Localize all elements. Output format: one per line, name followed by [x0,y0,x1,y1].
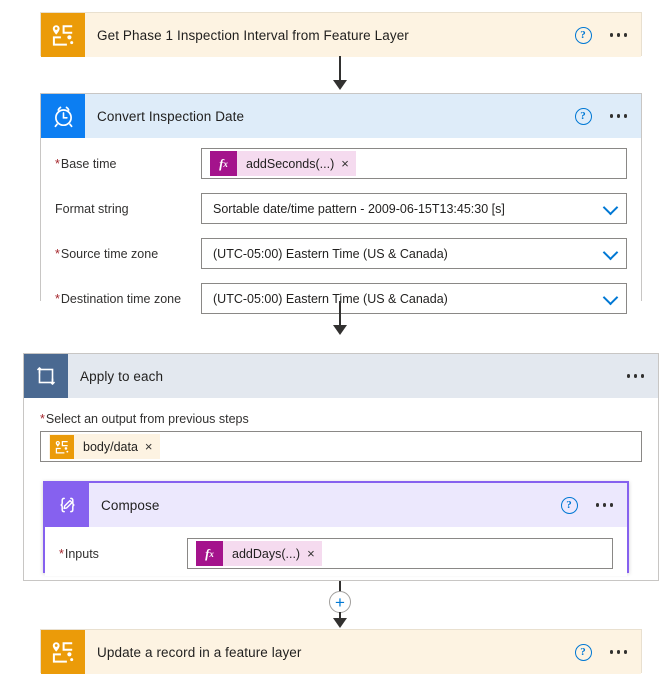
field-label: *Base time [55,156,117,171]
card-title: Compose [101,497,160,513]
help-icon[interactable]: ? [574,643,592,661]
source-time-zone-dropdown[interactable]: (UTC-05:00) Eastern Time (US & Canada) [201,238,627,269]
connector-arrow [333,80,347,90]
required-marker: * [55,246,60,261]
loop-foreach-icon [24,354,68,398]
plus-icon: + [335,592,345,612]
chevron-down-icon[interactable] [602,199,619,215]
remove-token-icon[interactable]: × [307,546,315,561]
field-row-format-string: Format string Sortable date/time pattern… [41,186,641,231]
required-marker: * [59,546,64,561]
field-label: *Inputs [59,546,99,561]
card-header[interactable]: Compose ? [45,483,627,527]
card-title: Apply to each [80,368,164,384]
select-output-label: *Select an output from previous steps [40,412,249,426]
card-header-actions: ? [574,13,632,57]
card-header[interactable]: Update a record in a feature layer ? [41,630,641,674]
card-header-actions [623,354,649,398]
remove-token-icon[interactable]: × [144,439,153,454]
field-row-source-time-zone: *Source time zone (UTC-05:00) Eastern Ti… [41,231,641,276]
destination-time-zone-dropdown[interactable]: (UTC-05:00) Eastern Time (US & Canada) [201,283,627,314]
connector-line [339,612,341,620]
select-output-input[interactable]: body/data × [40,431,642,462]
step-card-get-phase-1-inspection-interval[interactable]: Get Phase 1 Inspection Interval from Fea… [40,12,642,57]
field-label: *Destination time zone [55,291,182,306]
insert-new-step-button[interactable]: + [329,591,351,613]
step-card-apply-to-each[interactable]: Apply to each *Select an output from pre… [23,353,659,581]
card-header-actions: ? [574,94,632,138]
format-string-dropdown[interactable]: Sortable date/time pattern - 2009-06-15T… [201,193,627,224]
connector-arrow [333,618,347,628]
required-marker: * [40,412,45,426]
connector-line [339,56,341,82]
connector-line [339,581,341,592]
step-card-update-a-record-in-a-feature-layer[interactable]: Update a record in a feature layer ? [40,629,642,674]
card-header-actions: ? [574,630,632,674]
arcgis-feature-layer-icon [41,13,85,57]
token-label: addDays(...) [232,546,301,561]
card-title: Get Phase 1 Inspection Interval from Fea… [97,27,409,43]
help-icon[interactable]: ? [574,26,592,44]
dropdown-value: (UTC-05:00) Eastern Time (US & Canada) [213,291,448,306]
card-header[interactable]: Convert Inspection Date ? [41,94,641,138]
chevron-down-icon[interactable] [602,289,619,305]
dropdown-value: (UTC-05:00) Eastern Time (US & Canada) [213,246,448,261]
field-label: Format string [55,201,129,216]
alarm-clock-icon [41,94,85,138]
field-row-destination-time-zone: *Destination time zone (UTC-05:00) Easte… [41,276,641,321]
more-menu-icon[interactable] [606,27,632,43]
more-menu-icon[interactable] [606,644,632,660]
token-label: body/data [83,439,138,454]
more-menu-icon[interactable] [606,108,632,124]
connector-line [339,301,341,327]
more-menu-icon[interactable] [623,368,649,384]
card-title: Convert Inspection Date [97,108,245,124]
remove-token-icon[interactable]: × [341,156,349,171]
token-label: addSeconds(...) [246,156,335,171]
dynamic-content-token-body-data[interactable]: body/data × [49,434,160,459]
dropdown-value: Sortable date/time pattern - 2009-06-15T… [213,201,505,216]
arcgis-feature-layer-icon [41,630,85,674]
field-label: *Source time zone [55,246,159,261]
compose-braces-icon [45,483,89,527]
required-marker: * [55,291,60,306]
help-icon[interactable]: ? [574,107,592,125]
chevron-down-icon[interactable] [602,244,619,260]
card-header[interactable]: Get Phase 1 Inspection Interval from Fea… [41,13,641,57]
arcgis-feature-layer-icon [50,434,74,459]
connector-arrow [333,325,347,335]
help-icon[interactable]: ? [560,496,578,514]
card-header-actions: ? [560,483,618,527]
more-menu-icon[interactable] [592,497,618,513]
card-header[interactable]: Apply to each [24,354,658,398]
scope-body: *Select an output from previous steps [24,398,658,462]
required-marker: * [55,156,60,171]
card-title: Update a record in a feature layer [97,644,302,660]
